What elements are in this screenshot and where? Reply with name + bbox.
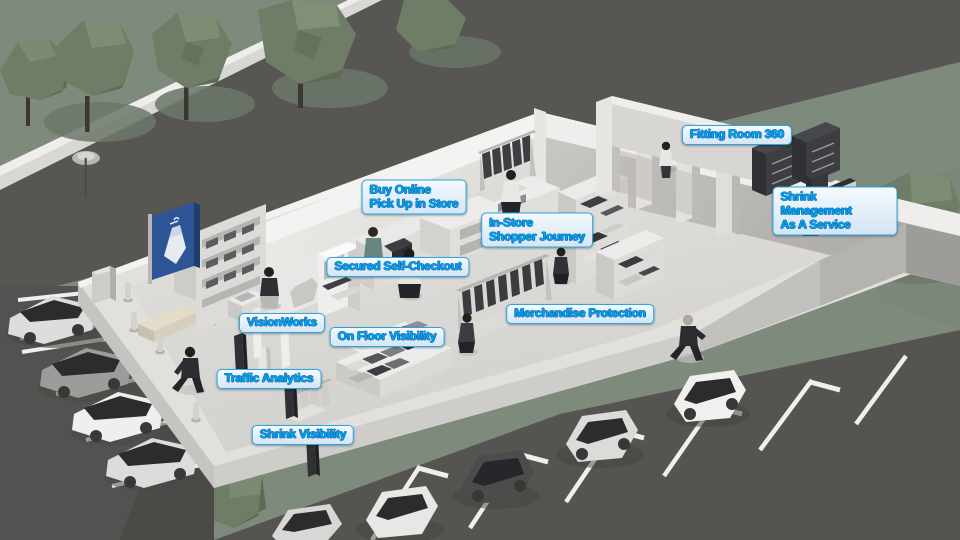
shopper-figure bbox=[458, 313, 478, 356]
car bbox=[556, 410, 644, 468]
street-lamp bbox=[72, 151, 100, 198]
bollard bbox=[129, 312, 139, 333]
trash-bin bbox=[92, 266, 116, 304]
label-merchandise-protection[interactable]: Merchandise Protection bbox=[506, 304, 654, 324]
label-buy-online-pick-up-in-store[interactable]: Buy Online Pick Up in Store bbox=[361, 179, 467, 215]
wall-shelving-left bbox=[196, 204, 266, 332]
display-bench bbox=[138, 306, 196, 342]
shopper-figure bbox=[398, 248, 422, 301]
filing-cabinet bbox=[792, 122, 840, 184]
label-secured-self-checkout[interactable]: Secured Self-Checkout bbox=[326, 257, 470, 277]
label-shrink-management-as-a-service[interactable]: Shrink Management As A Service bbox=[772, 186, 898, 236]
bollard bbox=[123, 282, 133, 303]
label-on-floor-visibility[interactable]: On Floor Visibility bbox=[329, 327, 445, 347]
car bbox=[70, 392, 178, 446]
car bbox=[6, 296, 110, 348]
clothing-rack bbox=[284, 378, 332, 422]
security-pedestal bbox=[234, 333, 248, 375]
car bbox=[272, 504, 342, 540]
shopper-figure bbox=[659, 141, 677, 178]
car-group-left bbox=[6, 296, 212, 492]
shopper-figure bbox=[553, 247, 571, 286]
bollard bbox=[191, 402, 201, 423]
filing-cabinet bbox=[752, 134, 800, 196]
car-group-bottom bbox=[272, 370, 750, 540]
label-fitting-room-360[interactable]: Fitting Room 360 bbox=[681, 125, 793, 145]
shopper-figure bbox=[260, 267, 281, 310]
car bbox=[356, 486, 444, 540]
label-in-store-shopper-journey[interactable]: In-Store Shopper Journey bbox=[481, 212, 593, 248]
label-vision-works[interactable]: VisionWorks bbox=[238, 313, 326, 333]
pedestrian-figure bbox=[172, 346, 206, 395]
label-traffic-analytics[interactable]: Traffic Analytics bbox=[216, 369, 322, 389]
car bbox=[104, 438, 212, 492]
car bbox=[452, 450, 540, 509]
pedestrian-figure bbox=[670, 314, 706, 363]
storefront-banner bbox=[148, 202, 200, 284]
label-shrink-visibility[interactable]: Shrink Visibility bbox=[251, 425, 355, 445]
merchandise-shelf-unit bbox=[596, 230, 664, 300]
display-table bbox=[228, 290, 266, 322]
car bbox=[666, 370, 750, 427]
bollard-group bbox=[123, 282, 201, 423]
bollard bbox=[155, 334, 165, 355]
